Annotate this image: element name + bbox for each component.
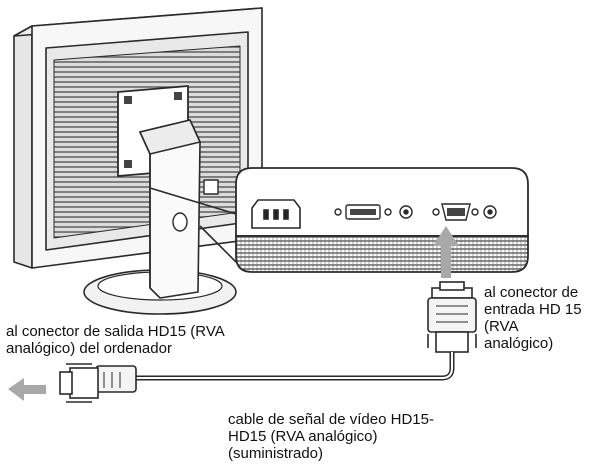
monitor-rear	[14, 8, 262, 268]
cable-plug-computer	[60, 364, 136, 402]
label-computer-output: al conector de salida HD15 (RVA analógic…	[6, 323, 225, 357]
label-line: analógico) del ordenador	[6, 340, 225, 357]
label-monitor-input: al conector de entrada HD 15 (RVA analóg…	[484, 284, 582, 352]
label-line: HD15 (RVA analógico)	[228, 428, 434, 445]
round-jack	[484, 206, 496, 218]
cable-plug-monitor	[428, 282, 476, 352]
power-socket-icon	[252, 200, 300, 228]
label-line: entrada HD 15	[484, 301, 582, 318]
label-line: al conector de salida HD15 (RVA	[6, 323, 225, 340]
label-line: (RVA	[484, 318, 582, 335]
round-jack	[400, 206, 412, 218]
arrow-left-icon	[8, 378, 46, 401]
label-line: analógico)	[484, 335, 582, 352]
label-line: al conector de	[484, 284, 582, 301]
label-line: (suministrado)	[228, 445, 434, 462]
label-line: cable de señal de vídeo HD15-	[228, 411, 434, 428]
label-cable: cable de señal de vídeo HD15- HD15 (RVA …	[228, 411, 434, 462]
